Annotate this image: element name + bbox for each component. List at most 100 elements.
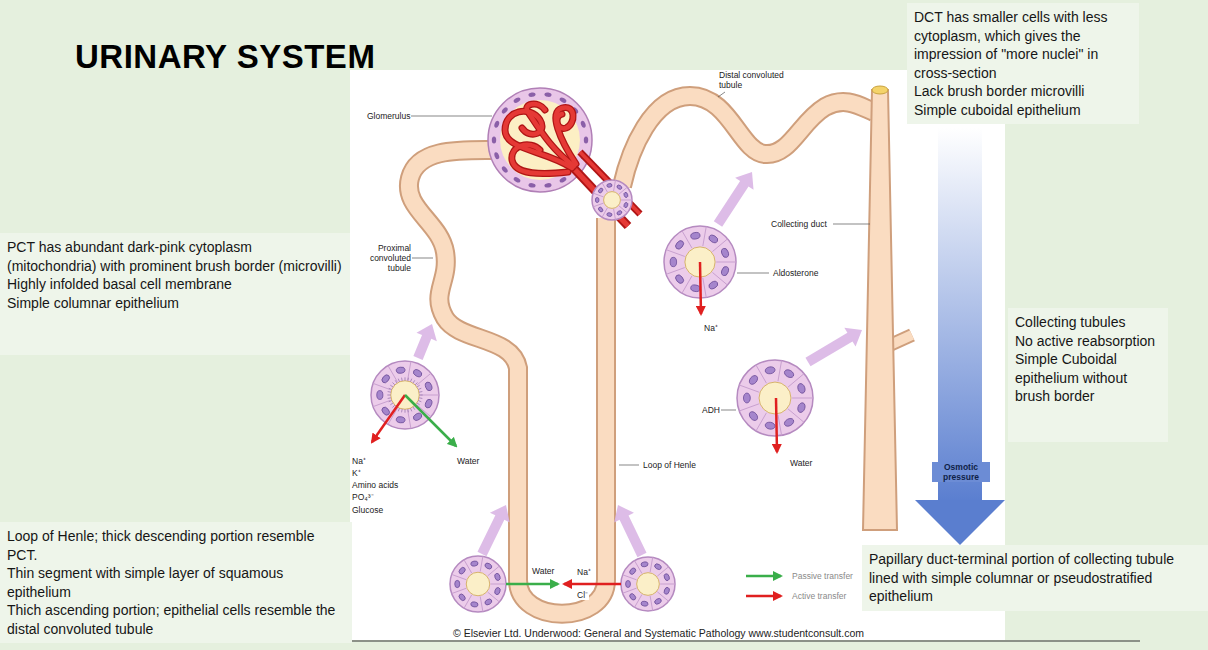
brush-border: [413, 407, 415, 410]
section-pointer: [714, 172, 754, 227]
annotation-text: No active reabsorption: [1015, 332, 1161, 351]
cell-nucleus: [412, 368, 423, 378]
cell-nucleus: [641, 601, 649, 607]
cell-border: [650, 557, 653, 572]
cell-nucleus: [607, 183, 613, 187]
cell-border: [464, 560, 472, 573]
cell-nucleus: [424, 381, 433, 391]
cell-nucleus: [690, 232, 700, 240]
brush-border: [392, 405, 394, 407]
capsule-cell: [501, 165, 509, 173]
section-wall: [592, 180, 632, 220]
part-label: ADH: [701, 405, 721, 415]
osmotic-arrow-shaft: [938, 128, 982, 500]
legend-entry: Active transfer: [745, 591, 847, 601]
cell-border: [408, 362, 411, 380]
part-label: Na⁺: [703, 323, 719, 333]
cell-nucleus: [743, 393, 750, 403]
transfer-arrow: [776, 398, 777, 452]
brush-border: [410, 408, 411, 411]
cell-nucleus: [484, 598, 493, 606]
cell-nucleus: [616, 184, 622, 190]
brush-border: [401, 378, 403, 381]
annotation-text: PCT has abundant dark-pink cytoplasm (mi…: [7, 238, 343, 275]
collecting-duct-section: [737, 360, 813, 436]
part-label: Distal convoluted tubule: [718, 70, 800, 90]
cell-nucleus: [663, 587, 670, 595]
cell-nucleus: [458, 593, 467, 602]
brush-border: [387, 395, 390, 396]
part-label: Amino acids: [351, 480, 399, 490]
cell-nucleus: [470, 601, 478, 607]
cell-nucleus: [708, 234, 719, 244]
cell-border: [614, 180, 616, 191]
part-label: Na⁺: [351, 456, 367, 466]
cell-border: [452, 588, 466, 593]
juxtaglomerular-section: [592, 180, 632, 220]
annotation-text: Simple Cuboidal epithelium without brush…: [1015, 350, 1161, 406]
cell-border: [621, 200, 632, 201]
capsule-cell: [580, 120, 587, 128]
cell-border: [593, 203, 603, 207]
part-label: Loop of Henle: [642, 460, 697, 470]
cell-border: [593, 193, 603, 197]
capsular-space: [500, 100, 580, 180]
legend-arrow: [746, 575, 781, 578]
brush-border: [418, 388, 421, 389]
cell-border: [420, 395, 439, 396]
transfer-arrow: [564, 583, 621, 586]
cell-nucleus: [484, 562, 493, 570]
legend-text: Active transfer: [791, 591, 847, 601]
cell-border: [739, 404, 759, 411]
annotation-box: DCT has smaller cells with less cytoplas…: [907, 3, 1139, 124]
cell-nucleus: [720, 266, 729, 277]
brush-border: [398, 379, 399, 382]
cell-nucleus: [765, 421, 776, 429]
cell-border: [756, 365, 766, 383]
cell-nucleus: [626, 580, 631, 587]
cell-border: [703, 278, 706, 297]
tubule-outline: [622, 96, 874, 186]
collecting-duct: [863, 90, 897, 530]
cell-border: [491, 584, 506, 585]
cell-nucleus: [458, 566, 467, 575]
capsule-cell: [544, 92, 552, 98]
capsule-cell: [584, 136, 588, 143]
part-label: Glucose: [351, 505, 384, 515]
brush-border: [388, 391, 391, 393]
cell-border: [666, 250, 685, 257]
glomerulus-capillary: [527, 104, 574, 166]
capsule-cell: [501, 106, 509, 114]
brush-border: [415, 382, 417, 384]
cell-nucleus: [598, 206, 604, 212]
legend-swatch: [745, 591, 787, 601]
part-label: Water: [531, 566, 555, 576]
lumen: [604, 192, 621, 209]
leader-line: [718, 92, 725, 97]
annotation-box: Collecting tubulesNo active reabsorption…: [1008, 308, 1168, 442]
cell-border: [480, 596, 483, 611]
cell-nucleus: [607, 212, 613, 216]
cell-nucleus: [674, 273, 685, 284]
brush-border: [419, 391, 422, 393]
brush-border: [417, 403, 420, 405]
capsule-cell: [513, 176, 521, 183]
cell-nucleus: [381, 406, 391, 417]
cell-border: [739, 385, 759, 392]
cell-border: [602, 183, 608, 193]
cell-nucleus: [765, 366, 776, 374]
part-label: Water: [789, 458, 813, 468]
cell-nucleus: [654, 597, 663, 605]
brush-border: [388, 397, 391, 399]
loop-ascending-section: [621, 557, 675, 611]
cell-border: [635, 561, 642, 574]
part-label: Cl⁻: [576, 590, 589, 600]
cell-nucleus: [748, 374, 760, 386]
cell-nucleus: [424, 398, 433, 408]
brush-border: [389, 388, 392, 389]
capsule-cell: [513, 96, 521, 103]
cell-border: [778, 415, 782, 436]
lumen: [466, 572, 490, 596]
section-wall: [737, 360, 813, 436]
legend-entry: Passive transfer: [745, 571, 854, 581]
